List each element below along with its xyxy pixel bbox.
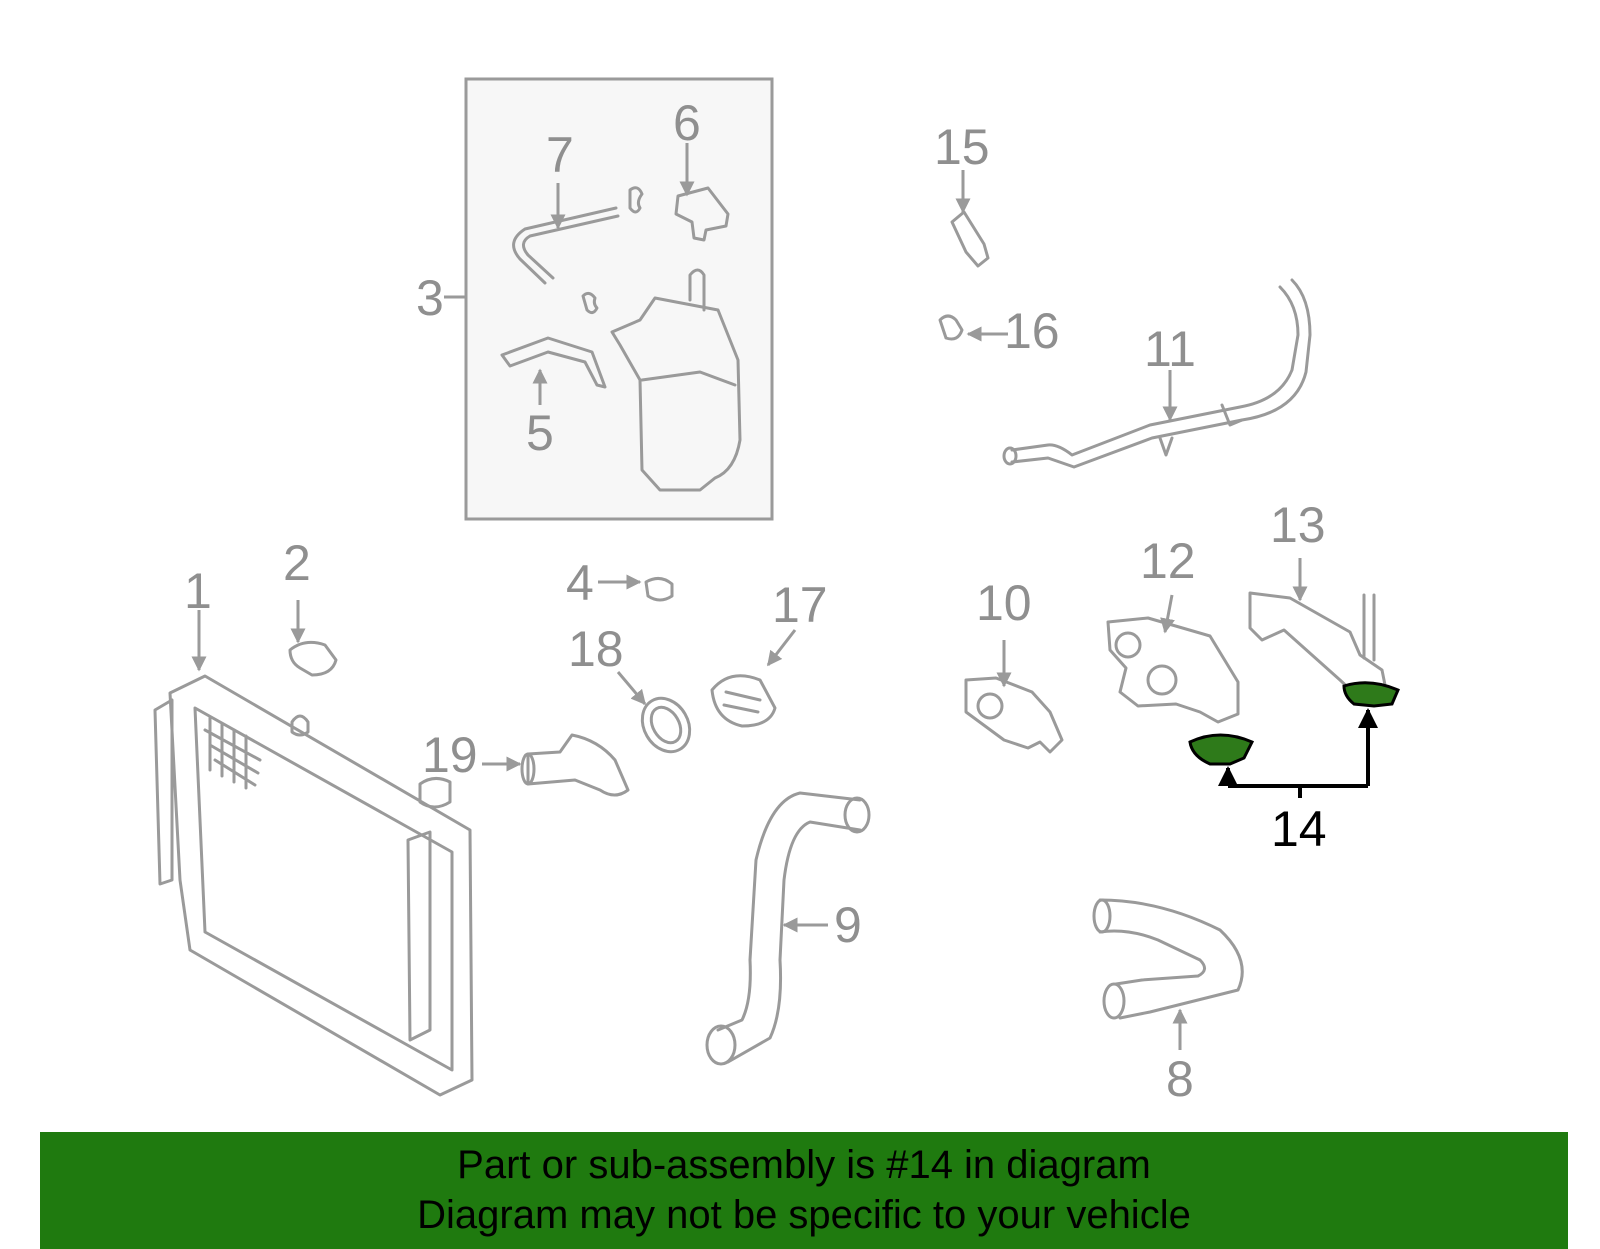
callout-12: 12 [1140,533,1196,589]
callout-5: 5 [526,405,554,461]
part-18-gasket [616,671,692,754]
banner-line-part: Part or sub-assembly is #14 in diagram [457,1143,1151,1187]
callout-18: 18 [568,621,624,677]
callout-9: 9 [834,897,862,953]
callout-11: 11 [1144,321,1196,377]
callout-8: 8 [1166,1051,1194,1107]
part-6-reservoir-cap [581,143,730,315]
callout-1: 1 [184,563,212,619]
callout-10: 10 [976,575,1032,631]
callout-16: 16 [1004,303,1060,359]
callout-19: 19 [422,727,478,783]
part-2-radiator-cap [288,600,338,677]
callout-3: 3 [416,270,444,326]
part-17-thermostat [710,629,797,728]
part-16-plug [938,314,1008,342]
part-4-drain-plug [598,574,674,602]
part-12-water-inlet-housing [1106,594,1240,724]
callout-13: 13 [1270,497,1326,553]
callout-17: 17 [772,577,828,633]
part-7-overflow-hose [512,183,620,285]
callout-2: 2 [283,535,311,591]
part-19-water-outlet [482,733,630,797]
callout-14: 14 [1271,801,1327,857]
info-banner: Part or sub-assembly is #14 in diagram D… [40,1132,1568,1249]
part-5-bracket [500,336,607,405]
part-14-gaskets [1188,681,1400,798]
part-13-water-housing [1248,558,1388,697]
callout-15: 15 [934,119,990,175]
part-9-radiator-hose [705,791,871,1066]
part-11-bypass-pipe [1002,278,1312,469]
part-8-hose [1092,898,1244,1050]
part-1-radiator [153,610,474,1097]
callout-4: 4 [566,555,594,611]
part-15-sensor [950,170,990,268]
callout-6: 6 [673,95,701,151]
part-3-reservoir-tank [610,268,742,492]
reservoir-group-box [444,77,774,521]
callout-7: 7 [546,127,574,183]
part-10-inlet-housing [964,640,1064,754]
banner-line-disclaimer: Diagram may not be specific to your vehi… [417,1193,1191,1237]
